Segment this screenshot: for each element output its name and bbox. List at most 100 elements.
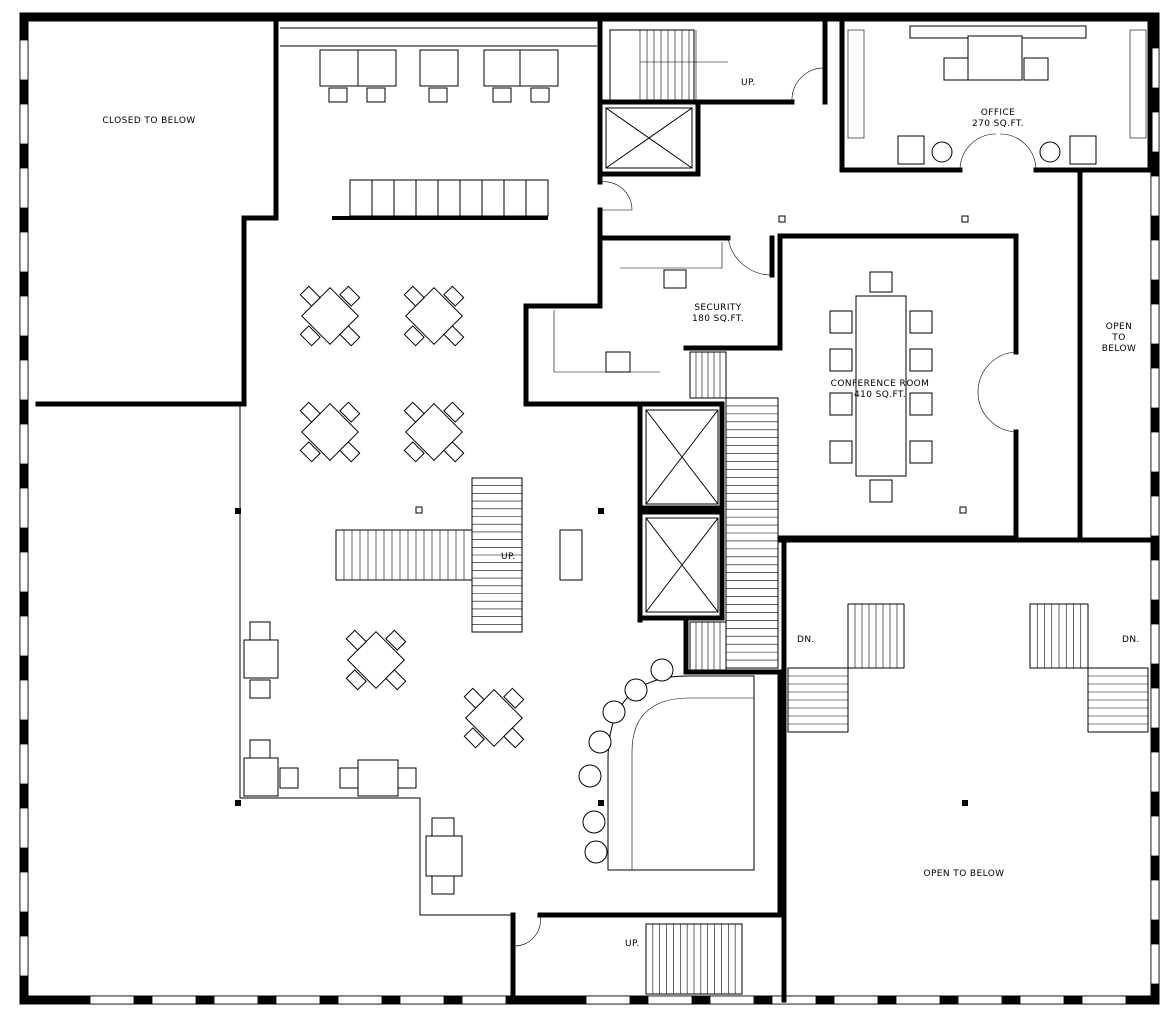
desk	[519, 49, 559, 87]
desk-chair	[492, 87, 512, 103]
table-chair	[403, 285, 425, 307]
shelf-unit	[371, 179, 395, 217]
window-left	[19, 551, 29, 593]
bar-stool	[584, 840, 608, 864]
office-area-label: 270 SQ.FT.	[972, 119, 1024, 129]
window-bottom	[895, 995, 941, 1005]
table-chair	[463, 687, 485, 709]
square-table	[299, 401, 361, 463]
doors	[513, 67, 1037, 947]
closed-to-below-label: CLOSED TO BELOW	[102, 116, 195, 126]
shelf-unit	[349, 179, 373, 217]
table-chair	[443, 401, 465, 423]
conference-chair	[909, 310, 933, 334]
window-bottom	[833, 995, 879, 1005]
table-chair	[503, 687, 525, 709]
bar-stool	[588, 730, 612, 754]
conference-table	[855, 295, 907, 477]
office-chair	[1023, 57, 1049, 81]
conference-chair	[869, 271, 893, 293]
desk-chair	[249, 679, 271, 699]
window-left	[19, 679, 29, 721]
table-chair	[443, 285, 465, 307]
office-side-table	[1039, 141, 1061, 163]
study-desk	[357, 759, 399, 797]
window-right	[1150, 687, 1160, 729]
desk	[419, 49, 459, 87]
conference-chair	[829, 348, 853, 372]
furniture	[243, 25, 1147, 895]
window-right	[1150, 175, 1160, 217]
window-bottom	[957, 995, 1003, 1005]
stair-outline	[609, 29, 695, 101]
table-chair	[503, 727, 525, 749]
desk	[319, 49, 359, 87]
stair-up-center-label: UP.	[501, 552, 516, 562]
conference-chair	[909, 392, 933, 416]
window-right	[1150, 559, 1160, 601]
window-bottom	[89, 995, 135, 1005]
stair-dn-left-upper	[847, 603, 905, 669]
stair-top	[609, 29, 695, 101]
window-right	[1150, 495, 1160, 537]
table-chair	[403, 325, 425, 347]
table-chair	[339, 401, 361, 423]
window-bottom	[275, 995, 321, 1005]
shelf-unit	[459, 179, 483, 217]
stair-center-run	[335, 529, 473, 581]
window-bottom	[1019, 995, 1065, 1005]
office-side-table	[931, 141, 953, 163]
table-chair	[385, 669, 407, 691]
office-desk-return	[967, 35, 1023, 81]
study-desk	[243, 639, 279, 679]
square-table	[345, 629, 407, 691]
exterior-walls	[19, 12, 1160, 1005]
study-desk	[243, 757, 279, 797]
table-chair	[299, 285, 321, 307]
otb-right-line-3: BELOW	[1102, 344, 1137, 354]
window-left	[19, 807, 29, 849]
table-chair	[299, 401, 321, 423]
open-to-below-right-label: OPEN TO BELOW	[1102, 322, 1137, 354]
security-chair	[663, 269, 687, 289]
desk-chair	[366, 87, 386, 103]
security-chair	[605, 351, 631, 373]
window-left	[19, 231, 29, 273]
table-chair	[385, 629, 407, 651]
security-area-label: 180 SQ.FT.	[692, 314, 744, 324]
desk-chair	[431, 875, 455, 895]
conference-chair	[829, 392, 853, 416]
window-left	[19, 871, 29, 913]
window-right	[1150, 943, 1160, 985]
room-labels: CLOSED TO BELOW OFFICE 270 SQ.FT. SECURI…	[102, 78, 1139, 949]
security-name-label: SECURITY	[694, 303, 741, 313]
window-bottom	[771, 995, 817, 1005]
desk-chair	[249, 621, 271, 641]
conference-chair	[869, 479, 893, 503]
window-right	[1150, 815, 1160, 857]
table-chair	[345, 669, 367, 691]
window-bottom	[1081, 995, 1127, 1005]
security-desk	[620, 242, 723, 269]
columns	[235, 215, 969, 806]
window-left	[19, 935, 29, 977]
square-table	[403, 401, 465, 463]
counter-inner	[631, 697, 754, 870]
stair-dn-right-lower	[1087, 667, 1149, 733]
stair-treads	[335, 29, 1149, 995]
desk-chair	[431, 817, 455, 837]
stair-core	[725, 397, 779, 669]
desk-chair	[339, 767, 359, 789]
bar-stool	[582, 810, 606, 834]
otb-right-line-1: OPEN	[1106, 322, 1133, 332]
shelf-unit	[525, 179, 549, 217]
window-left	[19, 743, 29, 785]
office-name-label: OFFICE	[981, 108, 1015, 118]
otb-right-line-2: TO	[1111, 333, 1125, 343]
office-chair	[943, 57, 969, 81]
desk-chair	[279, 767, 299, 789]
shelf-unit	[437, 179, 461, 217]
stair-center-cross	[471, 477, 523, 633]
table-chair	[339, 285, 361, 307]
